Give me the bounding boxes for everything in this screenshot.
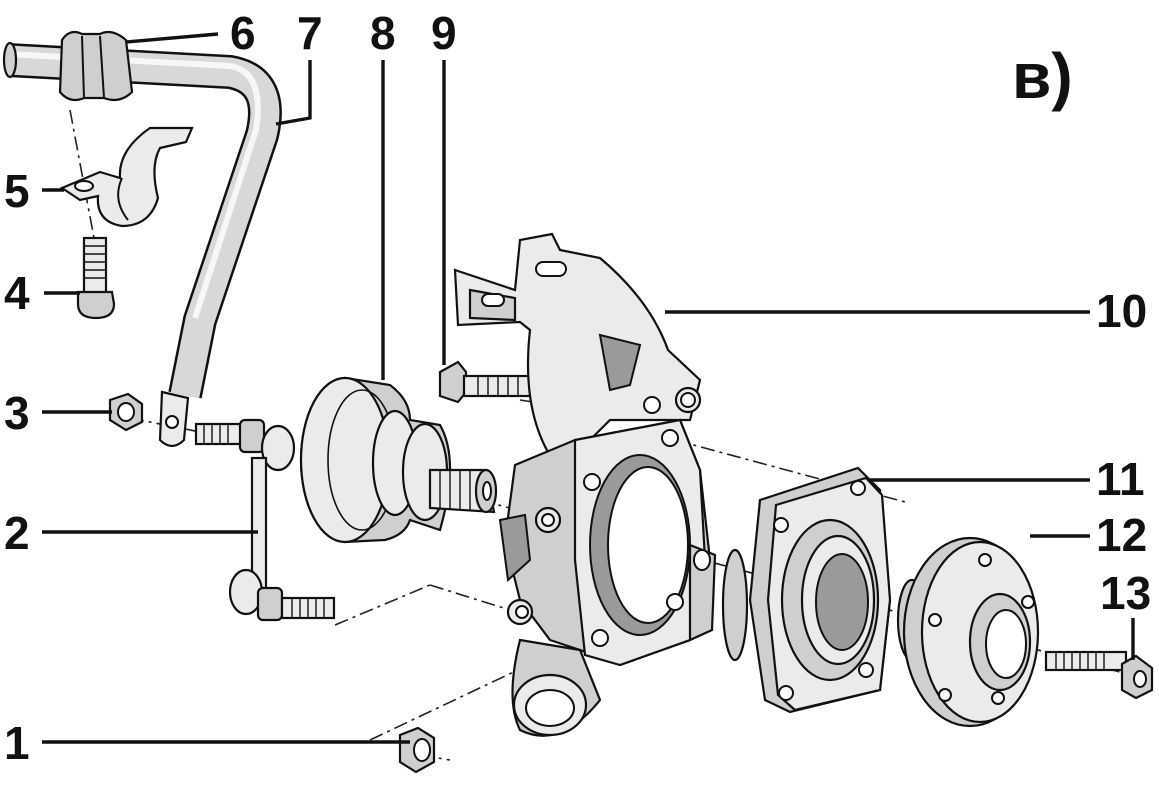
cv-joint (299, 376, 498, 544)
callout-6: 6 (230, 7, 256, 59)
leader-lines (42, 32, 1135, 744)
stabilizer-bushing (58, 30, 134, 102)
callout-3: 3 (4, 387, 30, 439)
callout-9: 9 (431, 7, 457, 59)
panel-label: в) (1012, 40, 1073, 112)
hub-bolt (1044, 650, 1154, 700)
wheel-bearing (721, 466, 892, 714)
ball-joint-nut (398, 726, 436, 774)
callout-1: 1 (4, 717, 30, 769)
callout-11: 11 (1096, 453, 1145, 505)
bracket-bolt (76, 236, 116, 320)
stabilizer-bar (2, 41, 282, 448)
bushing-bracket (59, 126, 194, 228)
callout-2: 2 (4, 507, 30, 559)
link-nut-upper (108, 392, 144, 432)
callout-4: 4 (4, 267, 30, 319)
callout-8: 8 (370, 7, 396, 59)
wheel-hub (896, 536, 1040, 728)
knuckle-bolt (438, 360, 532, 404)
callout-7: 7 (297, 7, 323, 59)
steering-knuckle (453, 232, 717, 737)
callout-10: 10 (1096, 285, 1148, 337)
callout-12: 12 (1096, 509, 1148, 561)
stabilizer-link (194, 418, 336, 622)
callout-13: 13 (1100, 567, 1152, 619)
callout-5: 5 (4, 165, 30, 217)
